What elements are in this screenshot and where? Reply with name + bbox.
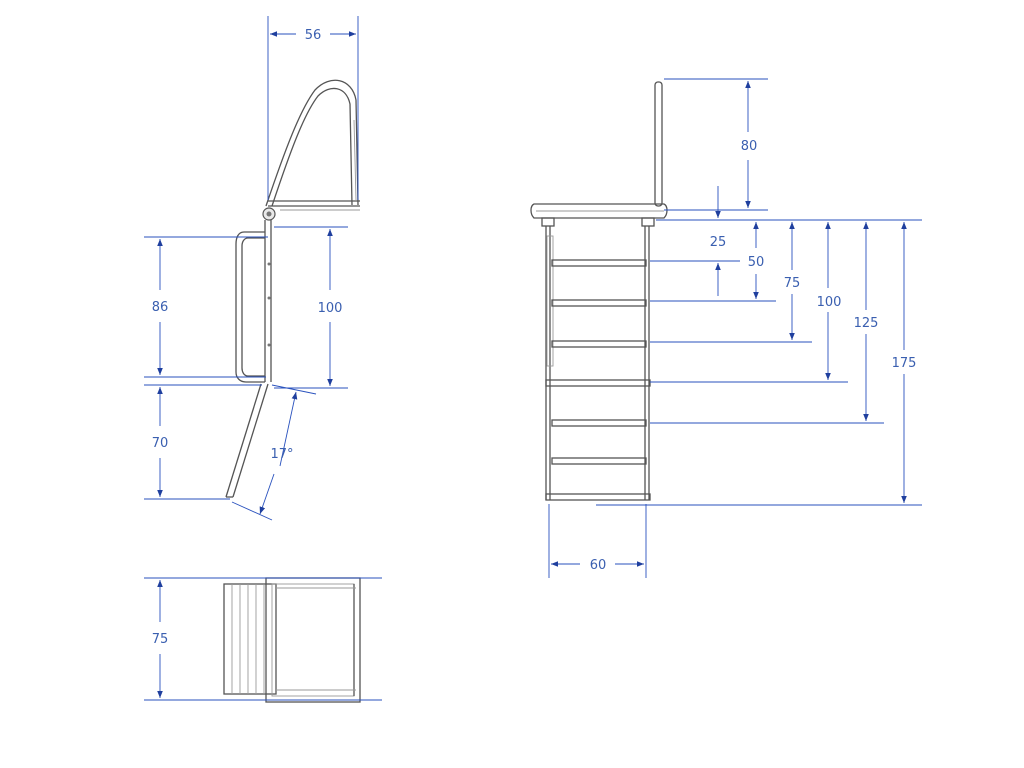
front-platform	[530, 203, 668, 227]
dim-86-label: 86	[152, 300, 169, 315]
dim-100-front: 100	[817, 222, 842, 380]
dim-56: 56	[267, 16, 359, 200]
dim-125-label: 125	[854, 316, 879, 331]
dim-80-label: 80	[741, 139, 758, 154]
top-platform	[223, 577, 361, 703]
dim-100-front-label: 100	[817, 295, 842, 310]
dim-50: 50	[748, 222, 765, 299]
dim-100-side-label: 100	[318, 301, 343, 316]
dim-25: 25	[710, 186, 727, 296]
dim-175: 175	[892, 222, 917, 503]
front-ladder	[545, 226, 651, 501]
dim-80: 80	[741, 81, 758, 208]
dim-60-label: 60	[590, 558, 607, 573]
side-ladder-lower	[225, 383, 269, 498]
dim-70-label: 70	[152, 436, 169, 451]
dim-60: 60	[548, 504, 647, 578]
dim-125: 125	[854, 222, 879, 421]
dim-75-top: 75	[144, 577, 382, 701]
dim-86: 86	[144, 236, 268, 378]
front-handrail	[654, 81, 663, 207]
dim-angle-label: 17°	[270, 447, 293, 462]
dim-75-front: 75	[784, 222, 801, 340]
side-handrail	[262, 79, 360, 221]
side-ladder-upper	[235, 220, 272, 383]
top-view: 75	[144, 577, 382, 703]
dim-56-label: 56	[305, 28, 322, 43]
front-view: 80 25 50 75 100 125	[530, 78, 922, 578]
side-view: 56 86 100 70	[144, 16, 360, 521]
dim-75-front-label: 75	[784, 276, 801, 291]
dim-100-side: 100	[274, 226, 348, 389]
dim-175-label: 175	[892, 356, 917, 371]
dim-75-top-label: 75	[152, 632, 169, 647]
dim-angle: 17°	[231, 384, 317, 521]
dim-25-label: 25	[710, 235, 727, 250]
dim-50-label: 50	[748, 255, 765, 270]
front-extension-lines	[596, 78, 922, 506]
dim-70: 70	[144, 384, 262, 500]
